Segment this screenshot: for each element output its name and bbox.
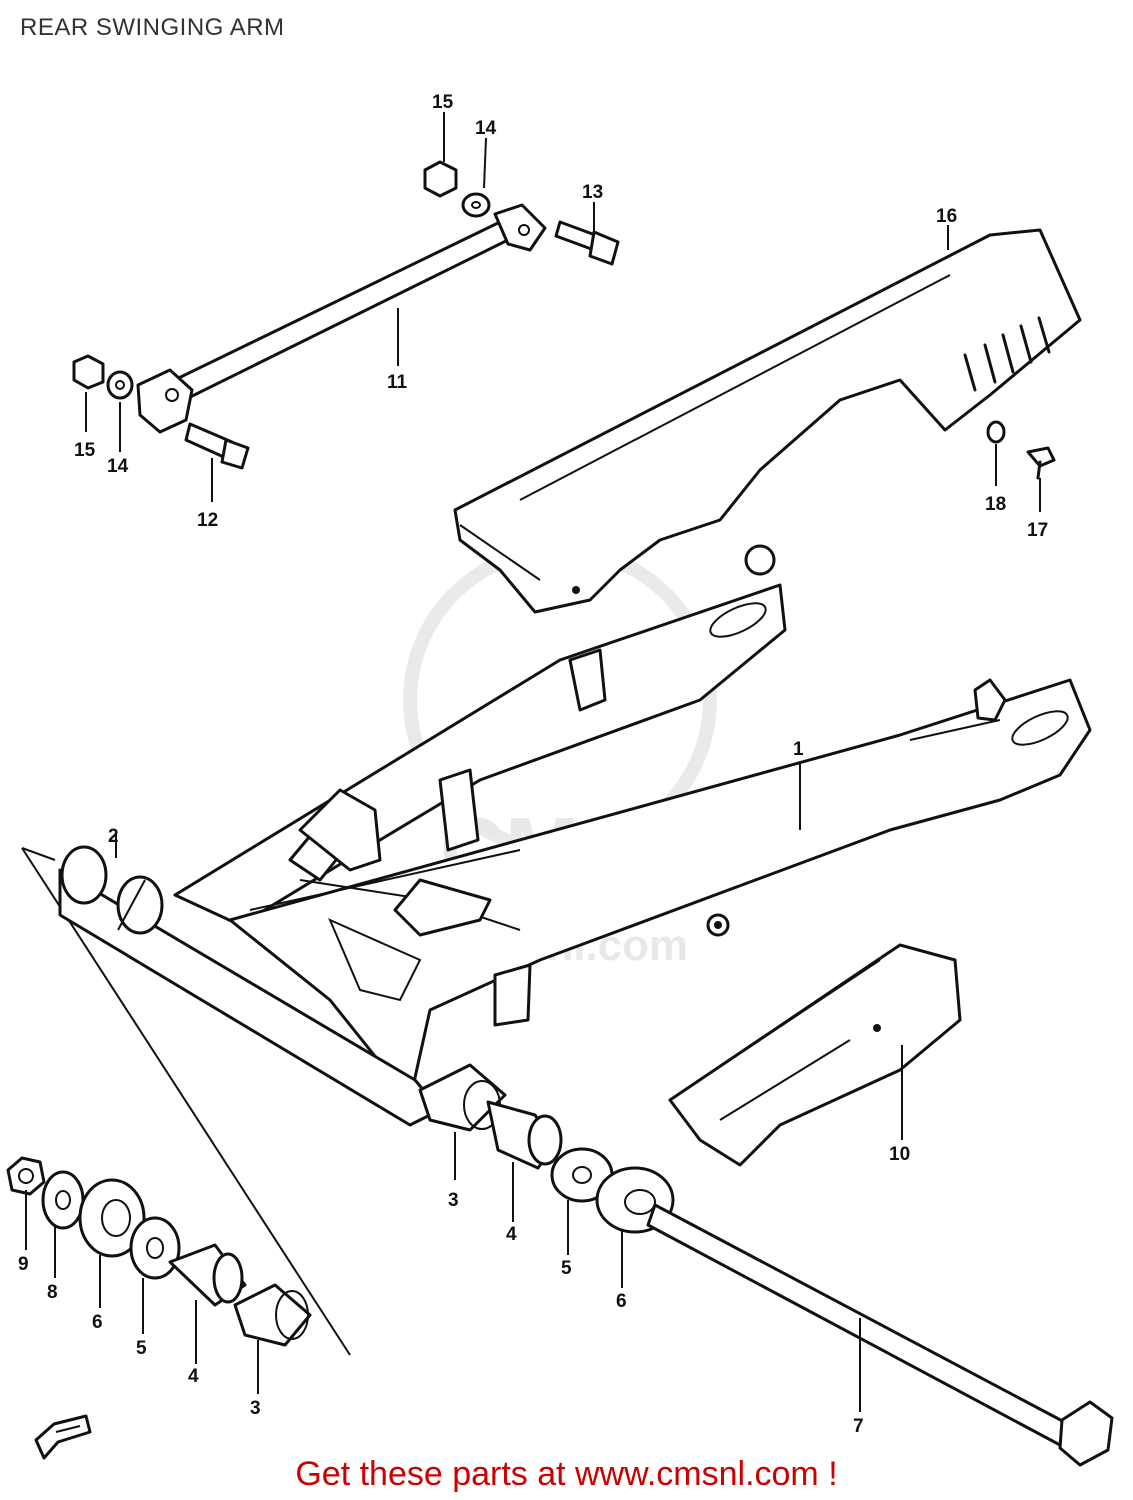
nut-part-15-lower bbox=[72, 354, 105, 390]
chain-case-part-16 bbox=[453, 228, 1082, 614]
bearing-part-3-left bbox=[233, 1283, 312, 1347]
nut-part-15-upper bbox=[423, 160, 458, 198]
nut-part-9 bbox=[6, 1156, 46, 1196]
label-part-9: 9 bbox=[18, 1254, 29, 1275]
page-title: REAR SWINGING ARM bbox=[20, 14, 285, 41]
washer-part-14-lower bbox=[106, 370, 134, 400]
label-part-8: 8 bbox=[47, 1282, 58, 1303]
label-part-16: 16 bbox=[936, 206, 957, 227]
front-direction-arrow-icon bbox=[34, 1414, 92, 1460]
label-part-14-upper: 14 bbox=[475, 118, 497, 139]
bolt-part-12 bbox=[184, 422, 250, 470]
label-part-14-lower: 14 bbox=[107, 456, 129, 477]
footer-link[interactable]: Get these parts at www.cmsnl.com ! bbox=[295, 1455, 838, 1493]
label-part-15-lower: 15 bbox=[74, 440, 96, 461]
label-part-17: 17 bbox=[1027, 520, 1048, 541]
bolt-part-13 bbox=[554, 220, 620, 266]
washer-part-5-left bbox=[129, 1216, 181, 1280]
label-part-7: 7 bbox=[853, 1416, 864, 1437]
screw-part-17 bbox=[1026, 446, 1056, 480]
bearing-part-3-right bbox=[418, 1063, 507, 1132]
label-part-11: 11 bbox=[387, 372, 408, 393]
label-part-10: 10 bbox=[889, 1144, 910, 1165]
label-part-12: 12 bbox=[197, 510, 218, 531]
label-part-13: 13 bbox=[582, 182, 603, 203]
washer-part-8 bbox=[41, 1170, 85, 1230]
label-part-15-upper: 15 bbox=[432, 92, 454, 113]
label-part-6-left: 6 bbox=[92, 1312, 103, 1333]
chain-guard-part-10 bbox=[668, 943, 962, 1167]
pivot-tube-part-2 bbox=[58, 845, 442, 1127]
torque-rod bbox=[136, 203, 547, 434]
cap-part-6-left bbox=[78, 1178, 146, 1258]
label-part-1: 1 bbox=[793, 739, 804, 760]
label-part-3-right: 3 bbox=[448, 1190, 459, 1211]
label-part-4-right: 4 bbox=[506, 1224, 517, 1245]
part-number-labels: 15 14 13 16 11 15 14 12 18 17 1 2 10 3 4… bbox=[18, 92, 1048, 1437]
label-part-5-right: 5 bbox=[561, 1258, 572, 1279]
chain-case-vent-slots bbox=[963, 316, 1051, 392]
swing-arm-part-1 bbox=[173, 544, 1092, 1102]
spacer-part-4-left bbox=[168, 1243, 247, 1307]
label-part-2: 2 bbox=[108, 826, 119, 847]
label-part-5-left: 5 bbox=[136, 1338, 147, 1359]
label-part-3-left: 3 bbox=[250, 1398, 261, 1419]
washer-part-18 bbox=[986, 420, 1006, 444]
pivot-bolt-part-7 bbox=[646, 1203, 1114, 1467]
leader-lines bbox=[25, 112, 1041, 1412]
assembly-guide-line bbox=[21, 847, 351, 1356]
label-part-4-left: 4 bbox=[188, 1366, 199, 1387]
washer-part-14-upper bbox=[461, 192, 491, 218]
label-part-6-right: 6 bbox=[616, 1291, 627, 1312]
label-part-18: 18 bbox=[985, 494, 1006, 515]
spacer-part-4-right bbox=[486, 1100, 563, 1170]
